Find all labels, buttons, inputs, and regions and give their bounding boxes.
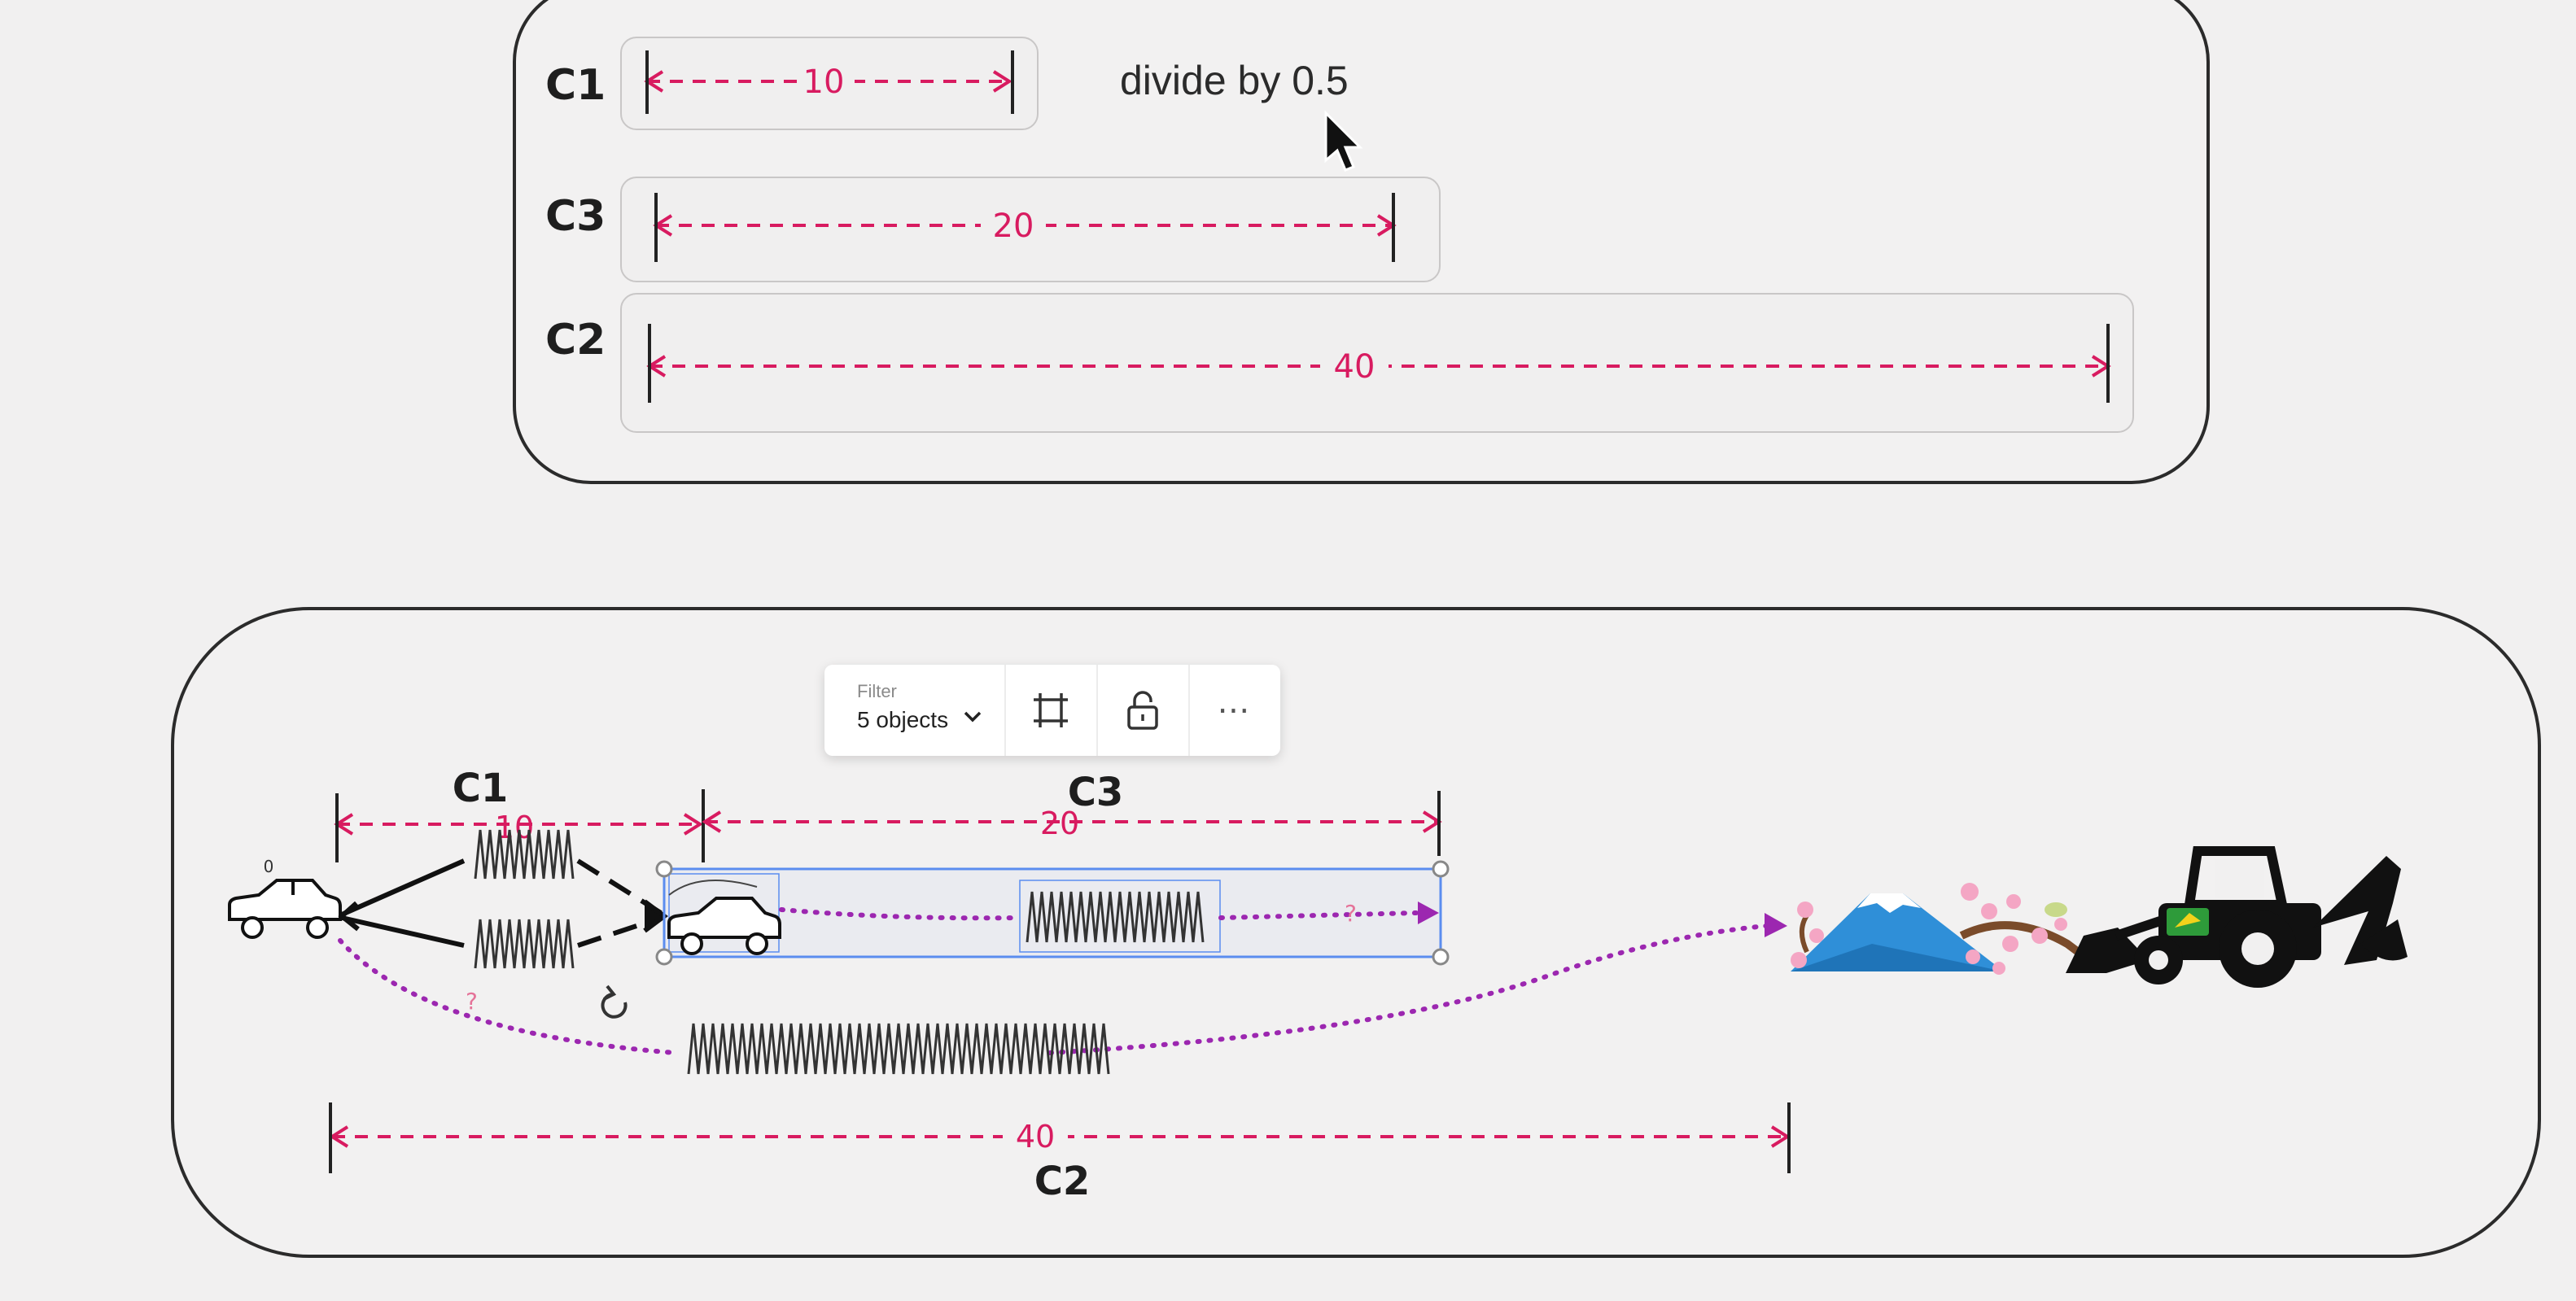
lower-path-arrow [1765, 913, 1787, 937]
c3-dimension-value: 20 [993, 207, 1034, 245]
lower-path [338, 923, 1769, 1055]
lower-unknown-mark: ? [466, 988, 478, 1015]
c3-row-label: C3 [545, 192, 606, 241]
filter-value: 5 objects [857, 707, 949, 732]
bottom-c3-label: C3 [1068, 770, 1124, 815]
c2-dimension-value: 40 [1334, 348, 1375, 386]
frame-icon [1034, 693, 1069, 727]
selection-toolbar: Filter 5 objects [824, 665, 1280, 756]
spring-bottom-icon [474, 919, 575, 969]
chevron-down-icon [964, 711, 982, 723]
spring-top-icon [474, 829, 575, 880]
spring-c3-icon [1026, 891, 1205, 943]
frame-button[interactable] [1006, 665, 1098, 756]
backhoe-tractor-icon [2066, 846, 2408, 988]
bottom-c3-dimension [702, 791, 1442, 856]
filter-dropdown[interactable]: Filter 5 objects [824, 665, 1006, 756]
spring-connectors [338, 858, 668, 948]
lock-button[interactable] [1098, 665, 1190, 756]
c2-row-label: C2 [545, 316, 606, 365]
rotate-icon [601, 984, 628, 1019]
bottom-c2-dimension [329, 1102, 1791, 1173]
mouse-cursor-icon [1324, 110, 1363, 172]
c1-row-label: C1 [545, 61, 606, 110]
origin-mark: 0 [264, 857, 274, 876]
bottom-c2-value: 40 [1016, 1119, 1055, 1155]
car-right-icon [667, 897, 781, 955]
filter-caption: Filter [857, 681, 897, 701]
upper-path [779, 907, 1419, 921]
c1-dimension-value: 10 [803, 63, 845, 101]
top-dimensions: 10 20 40 [644, 50, 2111, 403]
unlock-icon [1127, 691, 1159, 730]
upper-path-arrow [1418, 902, 1439, 924]
c1-dimension [644, 50, 1014, 114]
mountain-fuji-icon [1791, 893, 2004, 971]
ghost-car-outline [668, 880, 758, 896]
divide-note[interactable]: divide by 0.5 [1120, 58, 1349, 103]
spring-c2-icon [687, 1023, 1110, 1075]
bottom-c1-label: C1 [453, 766, 509, 811]
more-icon: ⋯ [1217, 692, 1253, 729]
more-button[interactable]: ⋯ [1190, 665, 1280, 756]
upper-unknown-mark: ? [1345, 900, 1357, 927]
bottom-c1-dimension [334, 789, 705, 862]
bottom-c3-value: 20 [1040, 805, 1079, 841]
c2-box[interactable] [620, 293, 2134, 433]
selection-handles [655, 860, 1450, 966]
car-left-icon [228, 879, 342, 939]
bottom-c2-label: C2 [1034, 1159, 1091, 1204]
